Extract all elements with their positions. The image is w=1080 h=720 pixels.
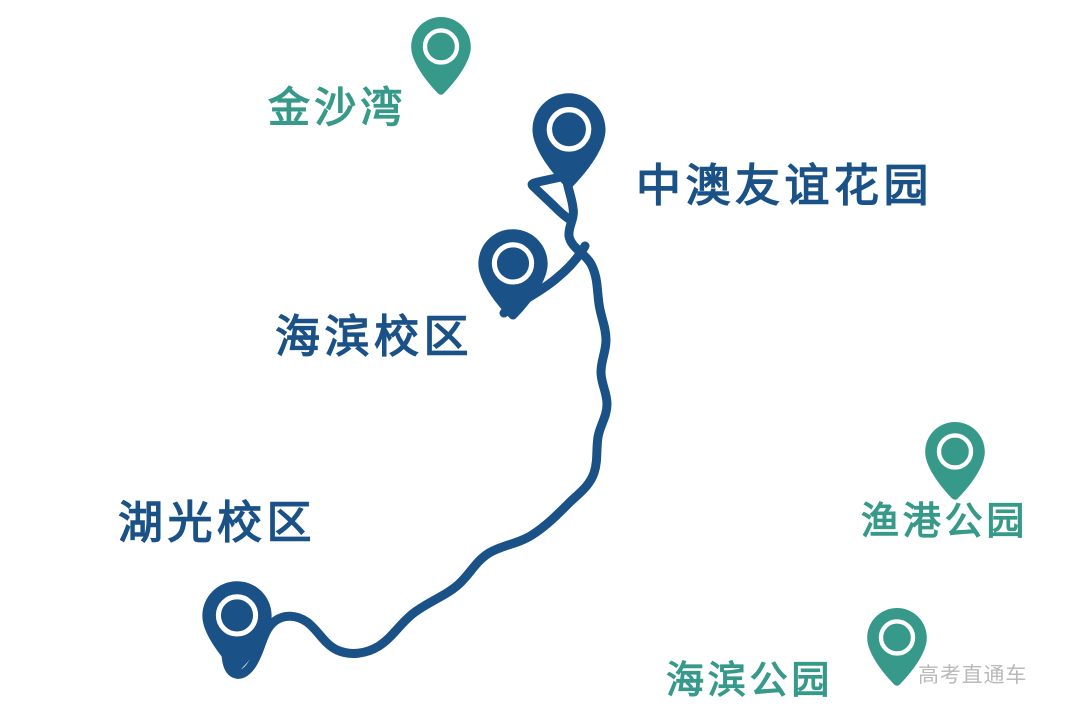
label-haibin-xiaoqu: 海滨校区 xyxy=(275,311,474,362)
label-zhongao-youyi-huayuan: 中澳友谊花园 xyxy=(636,160,934,211)
route-main-path xyxy=(221,171,612,679)
label-huguang-xiaoqu: 湖光校区 xyxy=(118,497,317,548)
map-pin-icon[interactable] xyxy=(477,228,549,321)
watermark-text: 高考直通车 xyxy=(918,664,1028,687)
map-pin-icon[interactable] xyxy=(201,580,273,673)
label-haibin-gongyuan: 海滨公园 xyxy=(666,660,834,702)
map-pin-icon[interactable] xyxy=(924,421,986,501)
map-pin-icon[interactable] xyxy=(531,92,607,190)
map-pin-icon[interactable] xyxy=(410,16,472,96)
label-jinshawan: 金沙湾 xyxy=(268,84,407,131)
label-yugang-gongyuan: 渔港公园 xyxy=(861,501,1029,543)
map-pin-icon[interactable] xyxy=(866,607,928,687)
